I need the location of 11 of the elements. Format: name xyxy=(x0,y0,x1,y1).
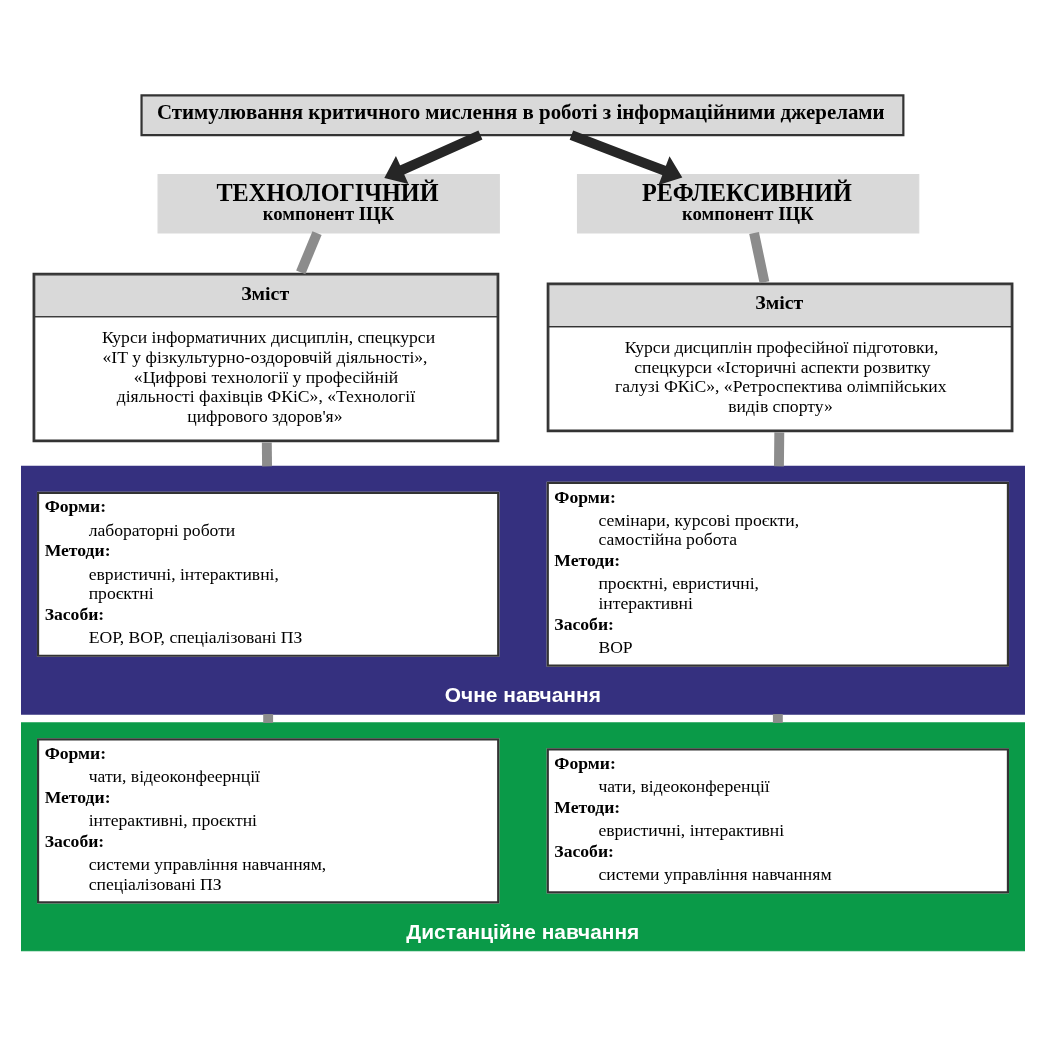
connector xyxy=(296,230,322,274)
node-box: РЕФЛЕКСИВНИЙ компонент ІЦК xyxy=(576,173,920,234)
connector xyxy=(263,713,274,723)
connector xyxy=(772,713,783,723)
arrow xyxy=(569,129,683,185)
connector xyxy=(774,431,785,466)
node-box: ТЕХНОЛОГІЧНИЙ компонент ІЦК xyxy=(157,173,500,234)
arrow xyxy=(384,130,483,184)
connector xyxy=(749,231,770,283)
connector xyxy=(261,441,272,466)
node-box: Стимулювання критичного мислення в роботі з інформаційними джерелами xyxy=(140,93,905,136)
